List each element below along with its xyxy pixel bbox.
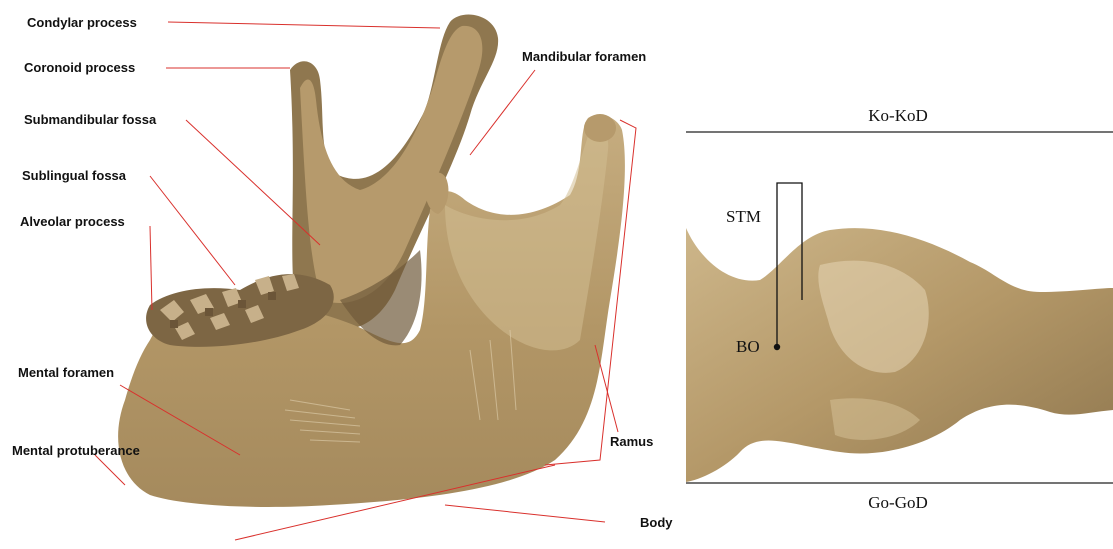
bo-point [774,344,780,350]
label-mental-foramen: Mental foramen [18,365,114,380]
mandible-illustration [118,15,625,507]
condylar-leader [168,22,440,28]
label-bo: BO [736,337,760,356]
label-condylar-process: Condylar process [27,15,137,30]
label-mental-protuberance: Mental protuberance [12,443,140,458]
label-ko-kod: Ko-KoD [868,106,928,125]
label-sublingual-fossa: Sublingual fossa [22,168,127,183]
label-ramus: Ramus [610,434,653,449]
label-alveolar-process: Alveolar process [20,214,125,229]
label-body: Body [640,515,673,530]
label-submandibular-fossa: Submandibular fossa [24,112,157,127]
label-go-god: Go-GoD [868,493,928,512]
label-coronoid-process: Coronoid process [24,60,135,75]
mental-protuberance-leader [95,455,125,485]
label-stm: STM [726,207,761,226]
alveolar-leader [150,226,152,310]
label-mandibular-foramen: Mandibular foramen [522,49,646,64]
ramus-leader [595,345,618,432]
near-condyle-shape [584,114,616,142]
body-leader [445,505,605,522]
sublingual-leader [150,176,235,285]
